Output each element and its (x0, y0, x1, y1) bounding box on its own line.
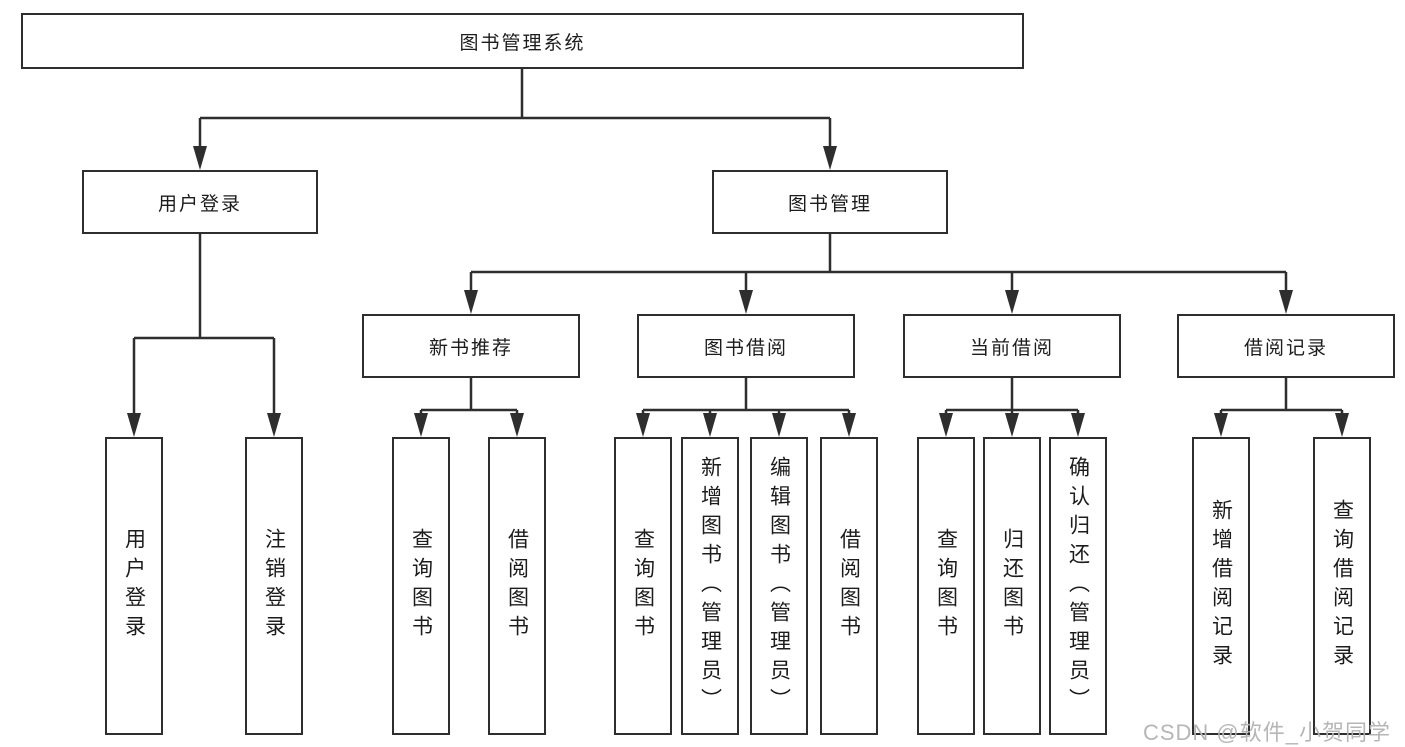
node-new-book-recommend: 新书推荐 (362, 314, 580, 378)
leaf-records-add-record: 新增借阅记录 (1192, 437, 1250, 735)
node-user-login: 用户登录 (82, 170, 318, 234)
leaf-records-query-record: 查询借阅记录 (1313, 437, 1371, 735)
csdn-watermark: CSDN @软件_小贺同学 (1142, 720, 1391, 745)
leaf-user-logout: 注销登录 (245, 437, 303, 735)
leaf-newbook-query-books: 查询图书 (392, 437, 450, 735)
leaf-borrow-query-books: 查询图书 (614, 437, 672, 735)
leaf-current-return-books: 归还图书 (983, 437, 1041, 735)
node-root-library-system: 图书管理系统 (21, 13, 1024, 69)
leaf-newbook-borrow-books: 借阅图书 (488, 437, 546, 735)
leaf-user-login: 用户登录 (105, 437, 163, 735)
node-book-borrow: 图书借阅 (637, 314, 855, 378)
leaf-borrow-edit-books-admin: 编辑图书（管理员） (750, 437, 808, 735)
leaf-borrow-borrow-books: 借阅图书 (820, 437, 878, 735)
leaf-borrow-add-books-admin: 新增图书（管理员） (681, 437, 739, 735)
node-current-borrow: 当前借阅 (903, 314, 1121, 378)
leaf-current-query-books: 查询图书 (917, 437, 975, 735)
node-borrow-records: 借阅记录 (1177, 314, 1395, 378)
leaf-current-confirm-return-admin: 确认归还（管理员） (1049, 437, 1107, 735)
node-book-management: 图书管理 (712, 170, 948, 234)
